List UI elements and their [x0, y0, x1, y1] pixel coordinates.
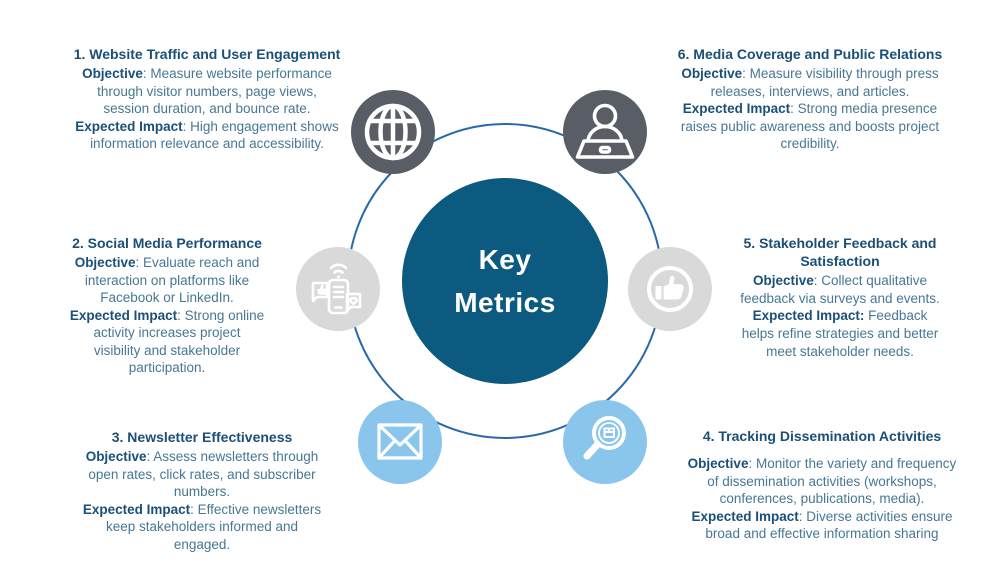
metric-2-objective: Objective: Evaluate reach and interactio… [37, 254, 297, 307]
objective-label: Objective [85, 449, 147, 465]
smartphone-social-icon [311, 263, 362, 315]
impact-label: Expected Impact [682, 101, 791, 117]
magnifier-box-icon [583, 416, 626, 460]
metric-3-objective: Objective: Assess newsletters through op… [32, 448, 372, 501]
metric-2-block: 2. Social Media Performance Objective: E… [37, 234, 297, 377]
key-metrics-circle: Key Metrics [402, 178, 608, 384]
objective-label: Objective [74, 255, 136, 271]
objective-text: : Evaluate reach and interaction on plat… [84, 255, 260, 306]
impact-text: : High engagement shows information rele… [90, 118, 339, 152]
metric-1-impact: Expected Impact: High engagement shows i… [37, 118, 377, 153]
metric-2-impact: Expected Impact: Strong online activity … [37, 307, 297, 377]
metric-1-block: 1. Website Traffic and User Engagement O… [37, 45, 377, 153]
stakeholder-feedback-badge [628, 247, 712, 331]
website-traffic-badge [351, 90, 435, 174]
metric-5-objective: Objective: Collect qualitative feedback … [705, 272, 975, 307]
metric-1-heading: 1. Website Traffic and User Engagement [73, 46, 341, 62]
metric-6-block: 6. Media Coverage and Public Relations O… [640, 45, 980, 153]
objective-label: Objective [82, 66, 143, 82]
impact-label: Expected Impact: [752, 308, 865, 324]
metric-6-impact: Expected Impact: Strong media presence r… [640, 100, 980, 153]
person-laptop-icon [575, 103, 635, 159]
metric-4-objective: Objective: Monitor the variety and frequ… [642, 455, 1000, 508]
objective-text: : Assess newsletters through open rates,… [88, 449, 319, 500]
objective-label: Objective [752, 273, 814, 289]
metric-3-impact: Expected Impact: Effective newsletters k… [32, 501, 372, 554]
thumbs-up-icon [647, 266, 693, 312]
center-title-line1: Key [478, 243, 532, 275]
impact-text: : Effective newsletters keep stakeholder… [105, 501, 322, 552]
objective-text: : Collect qualitative feedback via surve… [740, 273, 940, 306]
impact-text: : Diverse activities ensure broad and ef… [705, 508, 953, 542]
objective-text: : Measure visibility through press relea… [710, 66, 939, 99]
impact-text: : Strong online activity increases proje… [93, 307, 265, 376]
center-title-line2: Metrics [454, 287, 556, 318]
metric-6-heading: 6. Media Coverage and Public Relations [677, 46, 943, 62]
impact-text: : Strong media presence raises public aw… [680, 101, 940, 152]
impact-label: Expected Impact [69, 307, 178, 323]
metric-6-objective: Objective: Measure visibility through pr… [640, 65, 980, 100]
objective-label: Objective [687, 456, 749, 472]
metric-1-objective: Objective: Measure website performance t… [37, 65, 377, 118]
impact-text: Feedback helps refine strategies and bet… [741, 308, 939, 359]
impact-label: Expected Impact [82, 501, 191, 517]
newsletter-badge [358, 400, 442, 484]
media-coverage-badge [563, 90, 647, 174]
tracking-dissemination-badge [563, 400, 647, 484]
metric-4-block: 4. Tracking Dissemination Activities Obj… [642, 427, 1000, 543]
objective-label: Objective [681, 66, 743, 82]
metric-5-block: 5. Stakeholder Feedback and Satisfaction… [705, 234, 975, 360]
globe-icon [364, 103, 422, 161]
metric-2-heading: 2. Social Media Performance [72, 235, 262, 251]
metric-3-block: 3. Newsletter Effectiveness Objective: A… [32, 428, 372, 553]
objective-text: : Monitor the variety and frequency of d… [707, 456, 957, 507]
metric-5-heading: 5. Stakeholder Feedback and Satisfaction [743, 235, 937, 270]
envelope-icon [377, 423, 423, 460]
social-media-badge [296, 247, 380, 331]
impact-label: Expected Impact [691, 508, 799, 524]
metric-5-impact: Expected Impact: Feedback helps refine s… [705, 307, 975, 360]
metric-4-impact: Expected Impact: Diverse activities ensu… [642, 508, 1000, 543]
objective-text: : Measure website performance through vi… [97, 66, 332, 117]
metric-4-heading: 4. Tracking Dissemination Activities [702, 428, 942, 444]
impact-label: Expected Impact [75, 118, 183, 134]
metric-3-heading: 3. Newsletter Effectiveness [111, 429, 293, 445]
